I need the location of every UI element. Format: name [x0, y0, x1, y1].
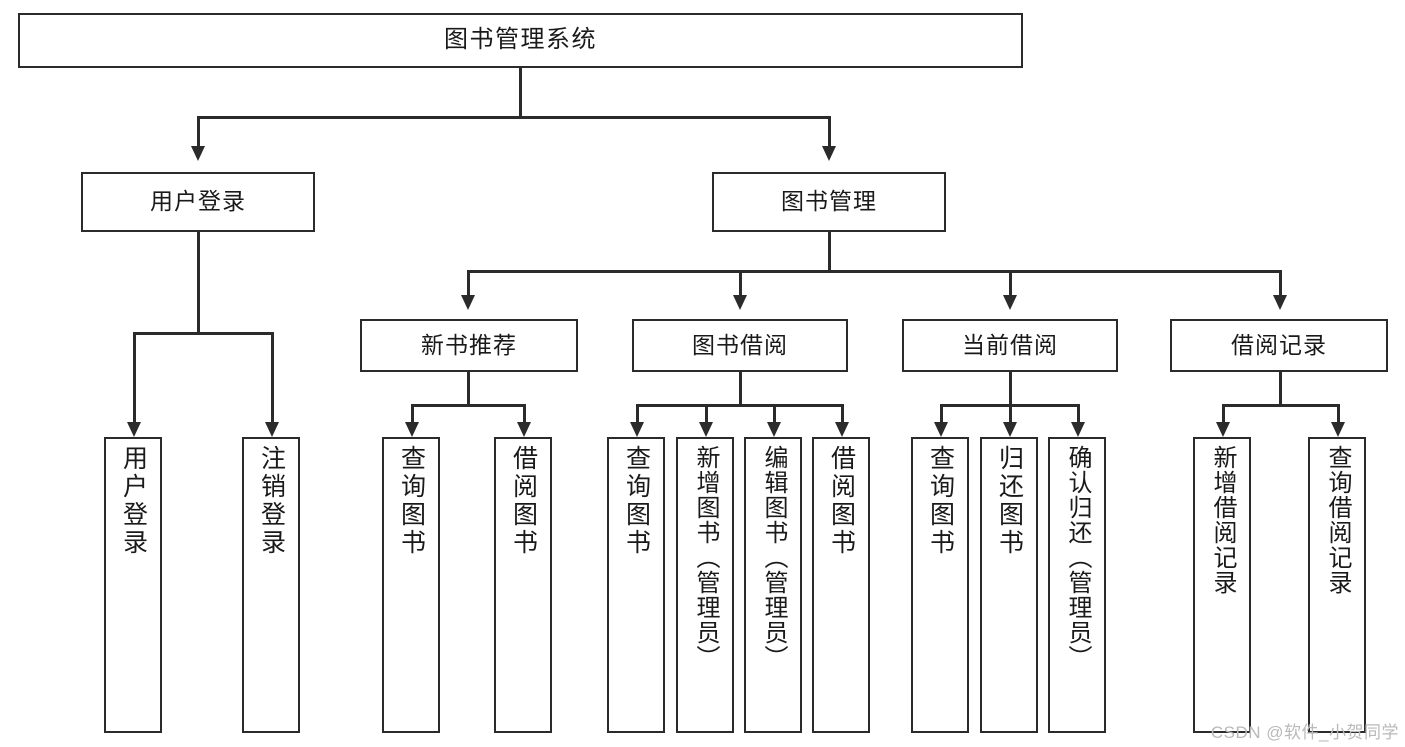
arrowhead-borrow-record	[1273, 295, 1287, 310]
arrowhead-borrow-leaf-2	[699, 422, 713, 437]
edge-user-login-bar	[133, 332, 273, 335]
leaf-borrow-add-book[interactable]: 新增图书（管理员）	[676, 437, 734, 733]
edge-tier3-drop-4	[1279, 270, 1282, 295]
node-root-system[interactable]: 图书管理系统	[18, 13, 1023, 68]
node-label: 借阅图书	[827, 445, 856, 557]
leaf-logout[interactable]: 注销登录	[242, 437, 300, 733]
edge-recommend-drop-1	[411, 404, 414, 422]
edge-book-manage-stem	[828, 232, 831, 272]
edge-tier3-drop-3	[1009, 270, 1012, 295]
arrowhead-recommend-leaf-2	[517, 422, 531, 437]
arrowhead-record-leaf-1	[1216, 422, 1230, 437]
node-user-login[interactable]: 用户登录	[81, 172, 315, 232]
node-label: 借阅记录	[1231, 331, 1327, 358]
arrowhead-leaf-logout	[265, 422, 279, 437]
node-label: 编辑图书（管理员）	[760, 445, 787, 670]
edge-borrow-drop-4	[841, 404, 844, 422]
arrowhead-new-book-recommend	[461, 295, 475, 310]
node-label: 归还图书	[995, 445, 1024, 557]
edge-record-drop-1	[1222, 404, 1225, 422]
node-book-borrow[interactable]: 图书借阅	[632, 319, 848, 372]
arrowhead-recommend-leaf-1	[405, 422, 419, 437]
node-label: 图书管理	[781, 188, 877, 215]
node-label: 新增借阅记录	[1209, 445, 1236, 595]
edge-borrow-bar	[636, 404, 843, 407]
edge-current-drop-1	[940, 404, 943, 422]
edge-record-drop-2	[1337, 404, 1340, 422]
edge-borrow-drop-1	[636, 404, 639, 422]
edge-current-drop-3	[1077, 404, 1080, 422]
node-label: 图书管理系统	[444, 26, 597, 54]
edge-root-stem	[519, 68, 522, 118]
leaf-current-return-book[interactable]: 归还图书	[980, 437, 1038, 733]
edge-tier2-bar	[197, 116, 830, 119]
node-label: 新书推荐	[421, 331, 517, 358]
edge-record-stem	[1279, 372, 1282, 406]
leaf-borrow-borrow-book[interactable]: 借阅图书	[812, 437, 870, 733]
arrowhead-borrow-leaf-1	[630, 422, 644, 437]
arrowhead-current-leaf-3	[1071, 422, 1085, 437]
edge-borrow-drop-3	[773, 404, 776, 422]
node-label: 查询图书	[926, 445, 955, 557]
edge-tier2-right-drop	[828, 116, 831, 146]
leaf-recommend-query-book[interactable]: 查询图书	[382, 437, 440, 733]
edge-recommend-stem	[467, 372, 470, 406]
edge-current-stem	[1009, 372, 1012, 406]
node-label: 借阅图书	[509, 445, 538, 557]
edge-user-login-leaf2-drop	[271, 332, 274, 422]
node-new-book-recommend[interactable]: 新书推荐	[360, 319, 578, 372]
node-label: 确认归还（管理员）	[1064, 445, 1091, 670]
arrowhead-record-leaf-2	[1331, 422, 1345, 437]
edge-user-login-leaf1-drop	[133, 332, 136, 422]
arrowhead-borrow-leaf-4	[835, 422, 849, 437]
leaf-current-confirm-return[interactable]: 确认归还（管理员）	[1048, 437, 1106, 733]
arrowhead-current-leaf-1	[934, 422, 948, 437]
edge-tier3-bar	[467, 270, 1281, 273]
edge-user-login-stem	[197, 232, 200, 334]
edge-tier3-drop-2	[739, 270, 742, 295]
arrowhead-user-login	[191, 146, 205, 161]
arrowhead-book-borrow	[733, 295, 747, 310]
arrowhead-book-manage	[822, 146, 836, 161]
arrowhead-current-leaf-2	[1003, 422, 1017, 437]
node-borrow-record[interactable]: 借阅记录	[1170, 319, 1388, 372]
node-label: 图书借阅	[692, 331, 788, 358]
leaf-record-query-record[interactable]: 查询借阅记录	[1308, 437, 1366, 733]
edge-borrow-drop-2	[705, 404, 708, 422]
leaf-borrow-query-book[interactable]: 查询图书	[607, 437, 665, 733]
leaf-borrow-edit-book[interactable]: 编辑图书（管理员）	[744, 437, 802, 733]
node-book-manage[interactable]: 图书管理	[712, 172, 946, 232]
edge-borrow-stem	[739, 372, 742, 406]
node-label: 查询图书	[622, 445, 651, 557]
arrowhead-leaf-user-login	[127, 422, 141, 437]
arrowhead-borrow-leaf-3	[767, 422, 781, 437]
leaf-record-add-record[interactable]: 新增借阅记录	[1193, 437, 1251, 733]
node-label: 查询图书	[397, 445, 426, 557]
node-label: 注销登录	[257, 445, 286, 557]
node-label: 用户登录	[119, 445, 148, 557]
edge-recommend-bar	[411, 404, 525, 407]
node-label: 当前借阅	[962, 331, 1058, 358]
edge-current-drop-2	[1009, 404, 1012, 422]
edge-record-bar	[1222, 404, 1339, 407]
edge-tier3-drop-1	[467, 270, 470, 295]
node-label: 查询借阅记录	[1324, 445, 1351, 595]
node-label: 用户登录	[150, 188, 246, 215]
leaf-user-login[interactable]: 用户登录	[104, 437, 162, 733]
node-current-borrow[interactable]: 当前借阅	[902, 319, 1118, 372]
edge-recommend-drop-2	[523, 404, 526, 422]
edge-tier2-left-drop	[197, 116, 200, 146]
arrowhead-current-borrow	[1003, 295, 1017, 310]
leaf-recommend-borrow-book[interactable]: 借阅图书	[494, 437, 552, 733]
leaf-current-query-book[interactable]: 查询图书	[911, 437, 969, 733]
node-label: 新增图书（管理员）	[692, 445, 719, 670]
